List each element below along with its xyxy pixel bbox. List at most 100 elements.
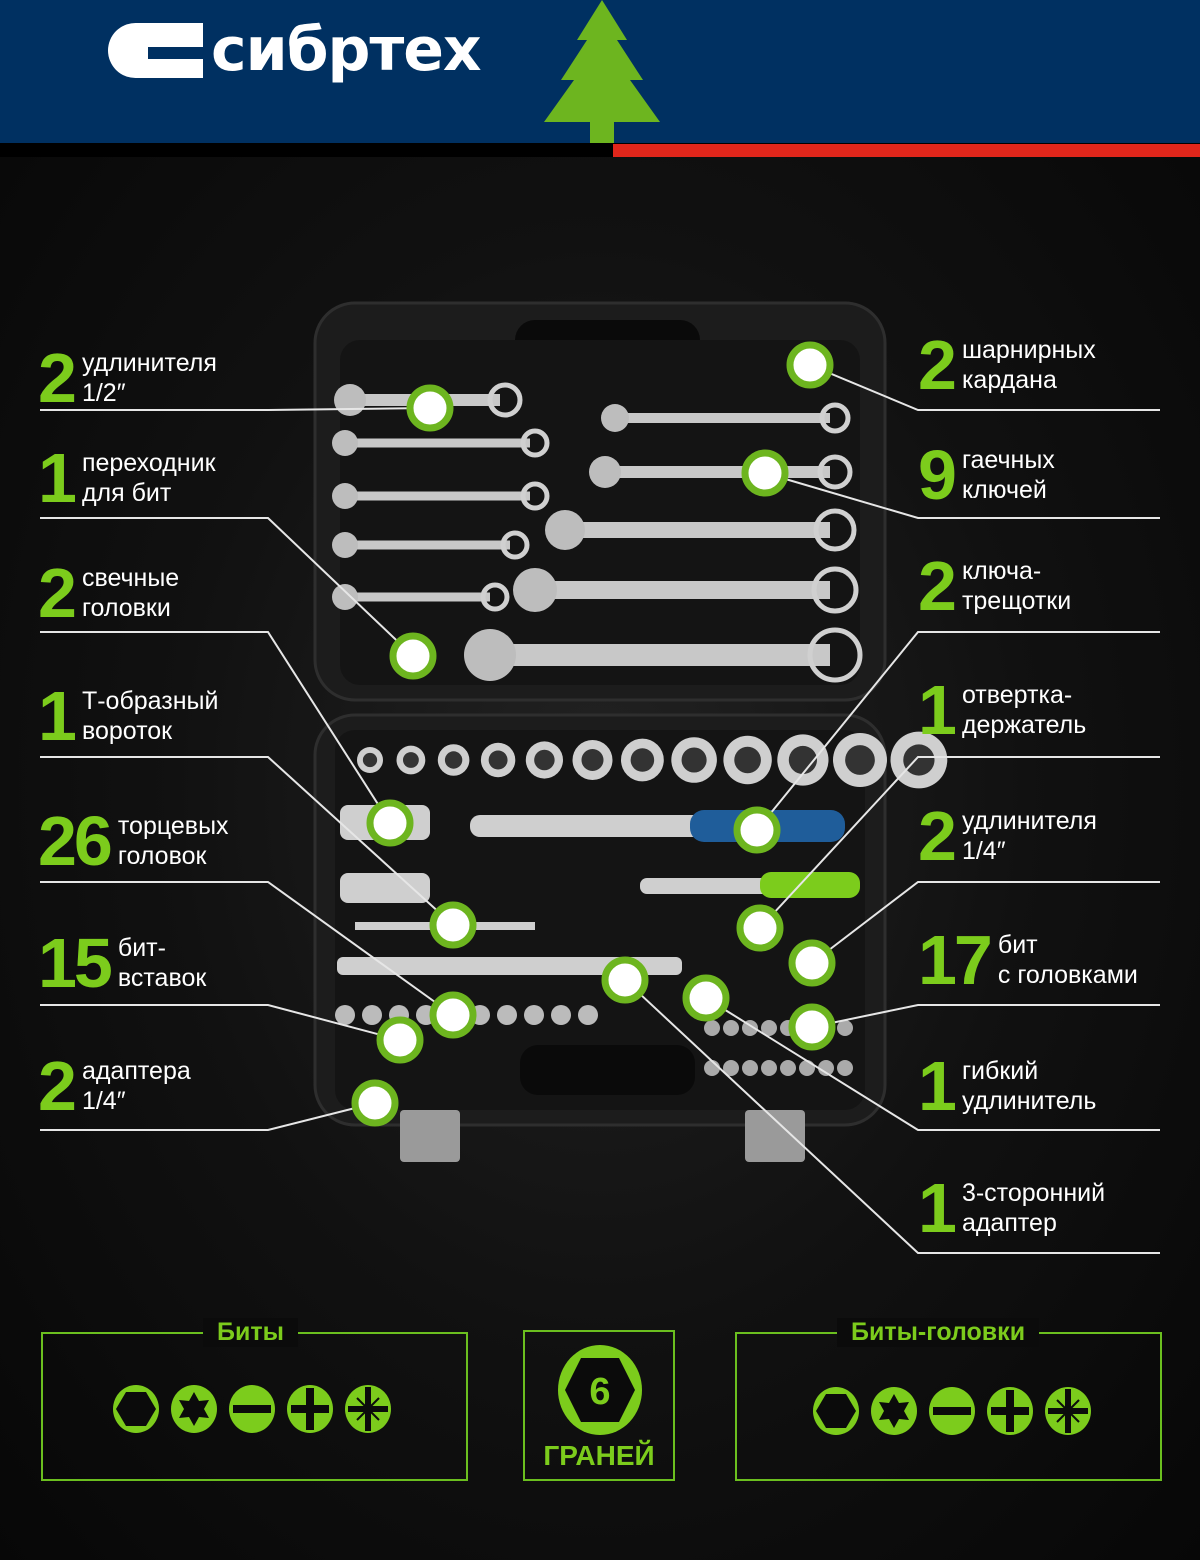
callout-count: 1 [918, 1047, 957, 1125]
hexagon-six-icon: 6 [558, 1345, 642, 1435]
leader-line [40, 1004, 401, 1041]
leader-line [705, 997, 1160, 1131]
callout-line1: шарнирных [961, 336, 1096, 364]
callout-line1: свечные [81, 564, 180, 592]
small-socket [362, 1005, 382, 1025]
callout-count: 15 [38, 924, 113, 1002]
wrench [601, 402, 851, 434]
torx-icon [171, 1385, 217, 1433]
small-socket [551, 1005, 571, 1025]
hex-icon [113, 1385, 159, 1433]
callout-line1: гибкий [961, 1057, 1039, 1085]
callout-line1: бит- [117, 934, 166, 962]
leader-line [40, 1102, 376, 1131]
leader-line [40, 881, 454, 1016]
leader-lines [40, 341, 1160, 1254]
callout-line1: ключа- [961, 557, 1042, 585]
bits-title: Биты [203, 1318, 298, 1347]
callout-dot [788, 1003, 836, 1051]
callout-line1: 3-сторонний [961, 1179, 1106, 1207]
callout-dot [389, 632, 437, 680]
slot-icon [929, 1387, 975, 1435]
wrench [332, 428, 550, 458]
callout-count: 9 [918, 436, 957, 514]
callout-line1: бит [997, 931, 1038, 959]
callout-dot [736, 904, 784, 952]
wrench [332, 530, 530, 560]
small-socket [578, 1005, 598, 1025]
callout-line1: переходник [81, 449, 216, 477]
callout-count: 1 [918, 671, 957, 749]
bit-type-icons [811, 1386, 1093, 1436]
callout-dot [376, 1016, 424, 1064]
wrench [513, 566, 859, 614]
callout-line2: 1/4″ [961, 837, 1006, 865]
socket [357, 747, 383, 773]
callout-count: 2 [38, 339, 77, 417]
small-socket [335, 1005, 355, 1025]
callout-line2: для бит [81, 479, 172, 507]
callout-count: 17 [918, 921, 993, 999]
bit-socket [704, 1020, 720, 1036]
callout-dot [682, 974, 730, 1022]
callout-line2: вороток [81, 717, 173, 745]
leader-line [764, 472, 1160, 519]
callout-line2: головки [81, 594, 171, 622]
spark-socket [340, 873, 430, 903]
slot-icon [229, 1385, 275, 1433]
callout-line1: торцевых [117, 812, 229, 840]
bit-socket [818, 1060, 834, 1076]
small-socket [497, 1005, 517, 1025]
bit-socket [837, 1020, 853, 1036]
callout-dot [733, 806, 781, 854]
leader-line [40, 407, 431, 411]
callout-line1: гаечных [961, 446, 1055, 474]
callout-count: 1 [918, 1169, 957, 1247]
small-socket [524, 1005, 544, 1025]
callout-line2: кардана [961, 366, 1057, 394]
leader-line [624, 979, 1160, 1254]
socket [777, 734, 829, 786]
leader-line [811, 881, 1160, 964]
socket [621, 738, 664, 782]
socket [396, 745, 426, 775]
callout-line2: ключей [961, 476, 1047, 504]
socket [437, 744, 470, 776]
brand-logo: сибртех [108, 15, 482, 85]
callout-line2: держатель [961, 711, 1087, 739]
callout-dot [741, 449, 789, 497]
callout-count: 2 [918, 547, 957, 625]
bit-socket [761, 1020, 777, 1036]
bit-socket [799, 1060, 815, 1076]
bit-heads-title: Биты-головки [837, 1318, 1040, 1347]
callout-line1: адаптера [81, 1057, 191, 1085]
wrench [545, 508, 857, 552]
socket [723, 735, 772, 785]
callout-count: 2 [918, 326, 957, 404]
torx-icon [871, 1387, 917, 1435]
callout-line2: адаптер [961, 1209, 1057, 1237]
leader-line [811, 1004, 1160, 1028]
pozidriv-icon [1045, 1387, 1091, 1435]
brand-name: сибртех [211, 15, 482, 85]
callout-line2: 1/2″ [81, 379, 126, 407]
socket [890, 731, 948, 789]
callout-line1: удлинителя [961, 807, 1097, 835]
pozidriv-icon [345, 1385, 391, 1433]
edges-label: ГРАНЕЙ [543, 1440, 655, 1471]
callout-dot [786, 341, 834, 389]
callout-dot [601, 956, 649, 1004]
phillips-icon [987, 1387, 1033, 1435]
socket [671, 737, 717, 783]
socket [480, 742, 516, 778]
